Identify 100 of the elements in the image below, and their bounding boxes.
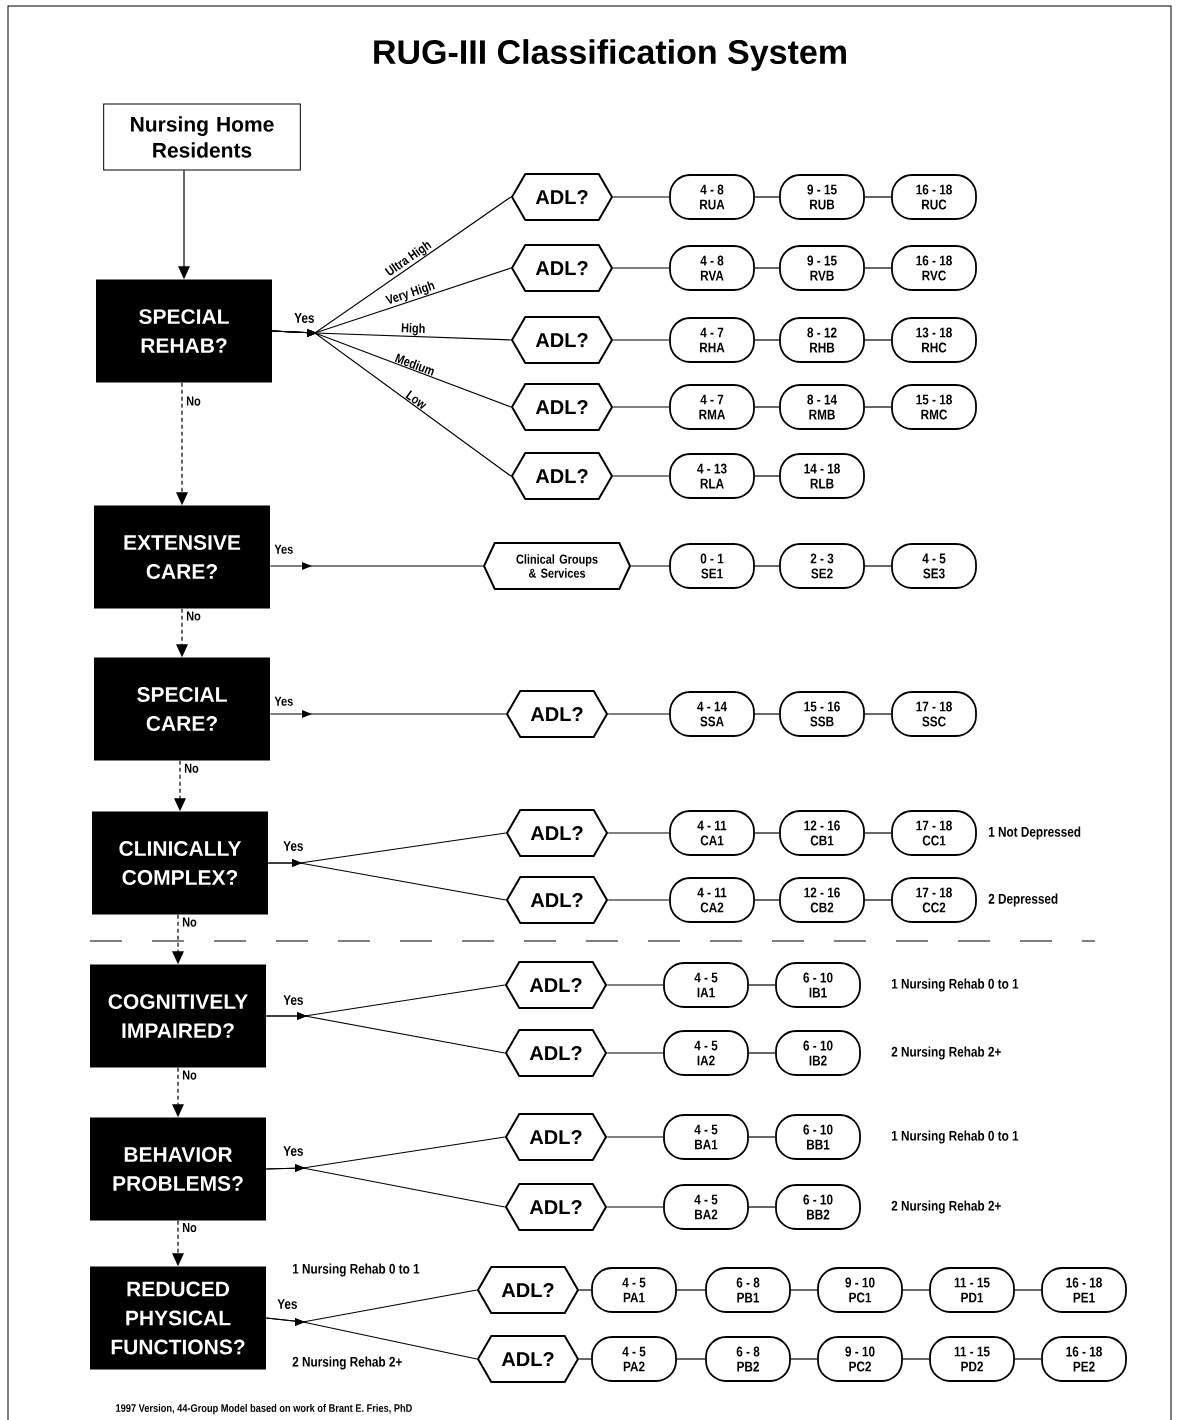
connector-line bbox=[612, 339, 670, 341]
edge-label: Low bbox=[405, 390, 427, 409]
adl-hexagon: ADL? bbox=[510, 173, 614, 221]
connector-line bbox=[754, 899, 780, 901]
connector-line bbox=[902, 1358, 930, 1360]
decision-box: REDUCED PHYSICAL FUNCTIONS? bbox=[90, 1266, 266, 1370]
adl-hexagon: ADL? bbox=[505, 876, 609, 924]
note-text: 2 Nursing Rehab 2+ bbox=[891, 1200, 1001, 1214]
decision-box: EXTENSIVE CARE? bbox=[94, 505, 270, 609]
connector-line bbox=[578, 1289, 592, 1291]
arrow bbox=[174, 760, 186, 812]
connector-line bbox=[748, 984, 776, 986]
connector-line bbox=[578, 1358, 592, 1360]
adl-hexagon: ADL? bbox=[504, 961, 608, 1009]
adl-hexagon: ADL? bbox=[505, 809, 609, 857]
edge-label: No bbox=[181, 1069, 198, 1081]
connector-line bbox=[754, 475, 780, 477]
connector-line bbox=[612, 406, 670, 408]
connector-line bbox=[612, 267, 670, 269]
connector-line bbox=[790, 1289, 818, 1291]
connector-line bbox=[902, 1289, 930, 1291]
arrow bbox=[172, 914, 184, 965]
connector-line bbox=[606, 1206, 664, 1208]
edge-label: High bbox=[401, 323, 425, 336]
arrow bbox=[267, 859, 507, 901]
adl-hexagon: ADL? bbox=[504, 1183, 608, 1231]
arrow bbox=[265, 1012, 506, 1054]
connector-line bbox=[676, 1358, 706, 1360]
adl-hexagon: ADL? bbox=[510, 244, 614, 292]
note-text: 1 Nursing Rehab 0 to 1 bbox=[891, 1130, 1019, 1144]
arrow bbox=[269, 562, 484, 570]
adl-hexagon: ADL? bbox=[504, 1029, 608, 1077]
connector-line bbox=[612, 475, 670, 477]
connector-line bbox=[864, 565, 892, 567]
connector-line bbox=[607, 832, 670, 834]
connector-line bbox=[606, 984, 664, 986]
note-text: 2 Nursing Rehab 2+ bbox=[292, 1356, 402, 1370]
adl-hexagon: ADL? bbox=[510, 316, 614, 364]
connector-line bbox=[864, 713, 892, 715]
note-text: 1 Not Depressed bbox=[988, 826, 1081, 840]
arrow bbox=[265, 1317, 478, 1360]
decision-box: SPECIAL REHAB? bbox=[96, 279, 272, 383]
arrow bbox=[172, 1220, 184, 1267]
connector-line bbox=[630, 565, 670, 567]
decision-box: COGNITIVELY IMPAIRED? bbox=[90, 964, 266, 1068]
connector-line bbox=[864, 339, 892, 341]
note-text: 1 Nursing Rehab 0 to 1 bbox=[891, 978, 1019, 992]
note-text: 1 Nursing Rehab 0 to 1 bbox=[292, 1263, 420, 1277]
connector-line bbox=[607, 899, 670, 901]
arrow bbox=[176, 382, 188, 506]
arrow bbox=[172, 1067, 184, 1118]
decision-box: CLINICALLY COMPLEX? bbox=[92, 811, 268, 915]
note-text: 2 Depressed bbox=[988, 893, 1058, 907]
connector-line bbox=[748, 1136, 776, 1138]
connector-line bbox=[612, 196, 670, 198]
process-box: Nursing Home Residents bbox=[103, 103, 301, 171]
connector-line bbox=[754, 267, 780, 269]
connector-line bbox=[754, 832, 780, 834]
caption: 1997 Version, 44-Group Model based on work of Brant E. Fries, PhD bbox=[116, 1403, 412, 1415]
connector-line bbox=[754, 713, 780, 715]
arrow bbox=[269, 710, 507, 718]
hexagon: Clinical Groups & Services bbox=[482, 542, 632, 590]
edge-label: Ultra High bbox=[384, 241, 432, 276]
adl-hexagon: ADL? bbox=[505, 690, 609, 738]
connector-line bbox=[864, 196, 892, 198]
adl-hexagon: ADL? bbox=[510, 452, 614, 500]
arrow bbox=[265, 1164, 506, 1208]
edge-label: No bbox=[181, 916, 198, 928]
edge-label: No bbox=[185, 395, 202, 407]
connector-line bbox=[748, 1052, 776, 1054]
connector-line bbox=[864, 832, 892, 834]
arrow bbox=[176, 608, 188, 658]
connector-line bbox=[754, 565, 780, 567]
edge-label: No bbox=[181, 1222, 198, 1234]
adl-hexagon: ADL? bbox=[504, 1113, 608, 1161]
note-text: 2 Nursing Rehab 2+ bbox=[891, 1046, 1001, 1060]
note-text: Yes bbox=[283, 841, 303, 851]
connector-line bbox=[864, 406, 892, 408]
connector-line bbox=[606, 1136, 664, 1138]
connector-line bbox=[606, 1052, 664, 1054]
arrow bbox=[271, 329, 512, 477]
edge-label: Yes bbox=[274, 696, 293, 706]
adl-hexagon: ADL? bbox=[476, 1335, 580, 1383]
connector-line bbox=[1014, 1289, 1042, 1291]
arrow bbox=[178, 169, 190, 280]
note-text: Yes bbox=[277, 1299, 297, 1309]
decision-box: SPECIAL CARE? bbox=[94, 657, 270, 761]
adl-hexagon: ADL? bbox=[510, 383, 614, 431]
connector-line bbox=[754, 406, 780, 408]
note-text: Yes bbox=[283, 1146, 303, 1156]
connector-line bbox=[1014, 1358, 1042, 1360]
edge-label: Yes bbox=[274, 544, 293, 554]
connector-line bbox=[754, 339, 780, 341]
edge-label: No bbox=[185, 610, 202, 622]
adl-hexagon: ADL? bbox=[476, 1266, 580, 1314]
title: RUG-III Classification System bbox=[374, 39, 846, 71]
connector-line bbox=[748, 1206, 776, 1208]
connector-line bbox=[864, 267, 892, 269]
note-text: Yes bbox=[294, 313, 314, 323]
note-text: Yes bbox=[283, 995, 303, 1005]
